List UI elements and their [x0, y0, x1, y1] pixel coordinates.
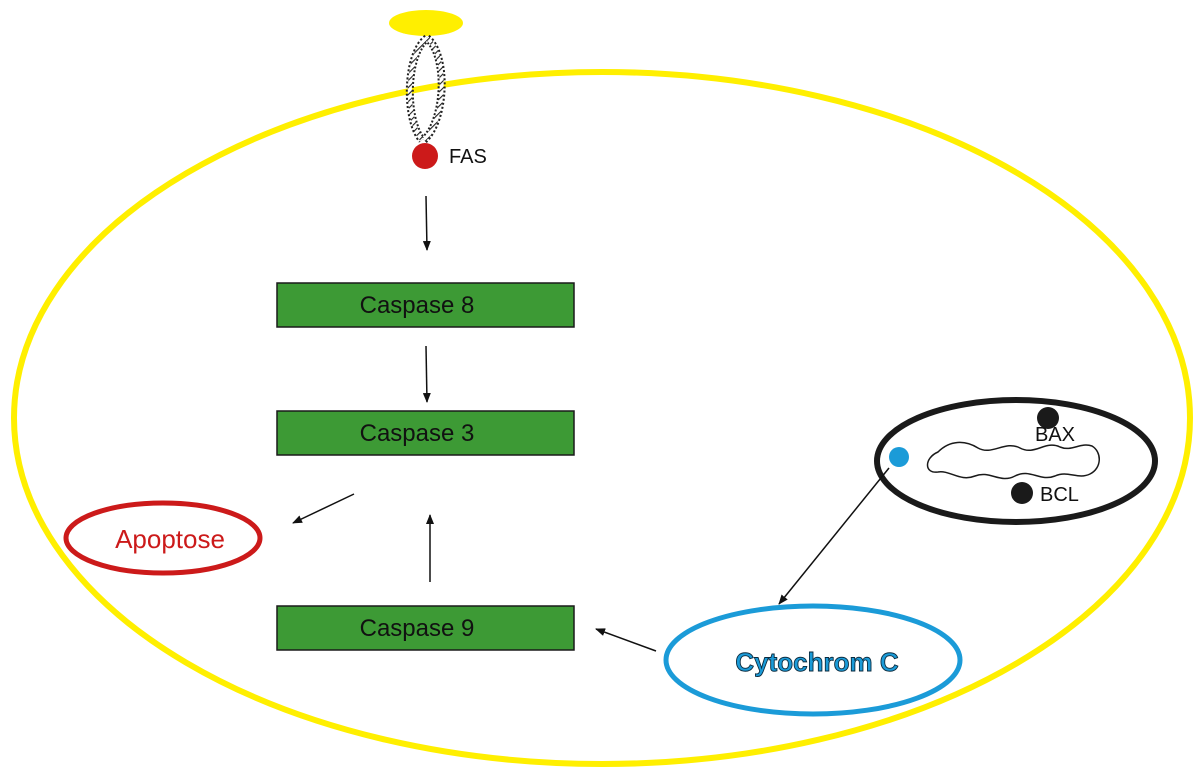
- bcl-dot: [1011, 482, 1033, 504]
- cytochrom-c-node: Cytochrom C: [663, 603, 963, 717]
- arrow-caspase3-to-apoptose: [292, 493, 355, 524]
- fas-label: FAS: [449, 146, 487, 168]
- caspase-9-label: Caspase 9: [360, 615, 475, 642]
- caspase-8-label: Caspase 8: [360, 292, 475, 319]
- arrow-caspase8-to-caspase3: [422, 345, 431, 403]
- caspase-9-box: Caspase 9: [276, 605, 575, 651]
- cytochrom-c-label: Cytochrom C: [735, 647, 898, 677]
- bax-dot: [1037, 407, 1059, 429]
- fas-receptor-dot: [412, 143, 438, 169]
- caspase-8-box: Caspase 8: [276, 282, 575, 328]
- cytochrom-c-dot: [889, 447, 909, 467]
- caspase-3-label: Caspase 3: [360, 420, 475, 447]
- arrow-mitochondrion-to-cytochrom: [778, 467, 890, 605]
- fas-receptor-loop: [405, 34, 446, 143]
- cell-membrane: [11, 69, 1193, 767]
- fas-ligand: [389, 10, 463, 36]
- arrow-cytochrom-to-caspase9: [595, 628, 657, 652]
- mitochondrion: BAX BCL: [874, 397, 1158, 525]
- apoptose-label: Apoptose: [115, 524, 225, 554]
- caspase-3-box: Caspase 3: [276, 410, 575, 456]
- bax-label: BAX: [1035, 424, 1075, 446]
- apoptose-node: Apoptose: [63, 500, 263, 576]
- bcl-label: BCL: [1040, 484, 1079, 506]
- mitochondrion-inner-membrane: [926, 441, 1100, 480]
- arrow-fas-to-caspase8: [422, 195, 431, 251]
